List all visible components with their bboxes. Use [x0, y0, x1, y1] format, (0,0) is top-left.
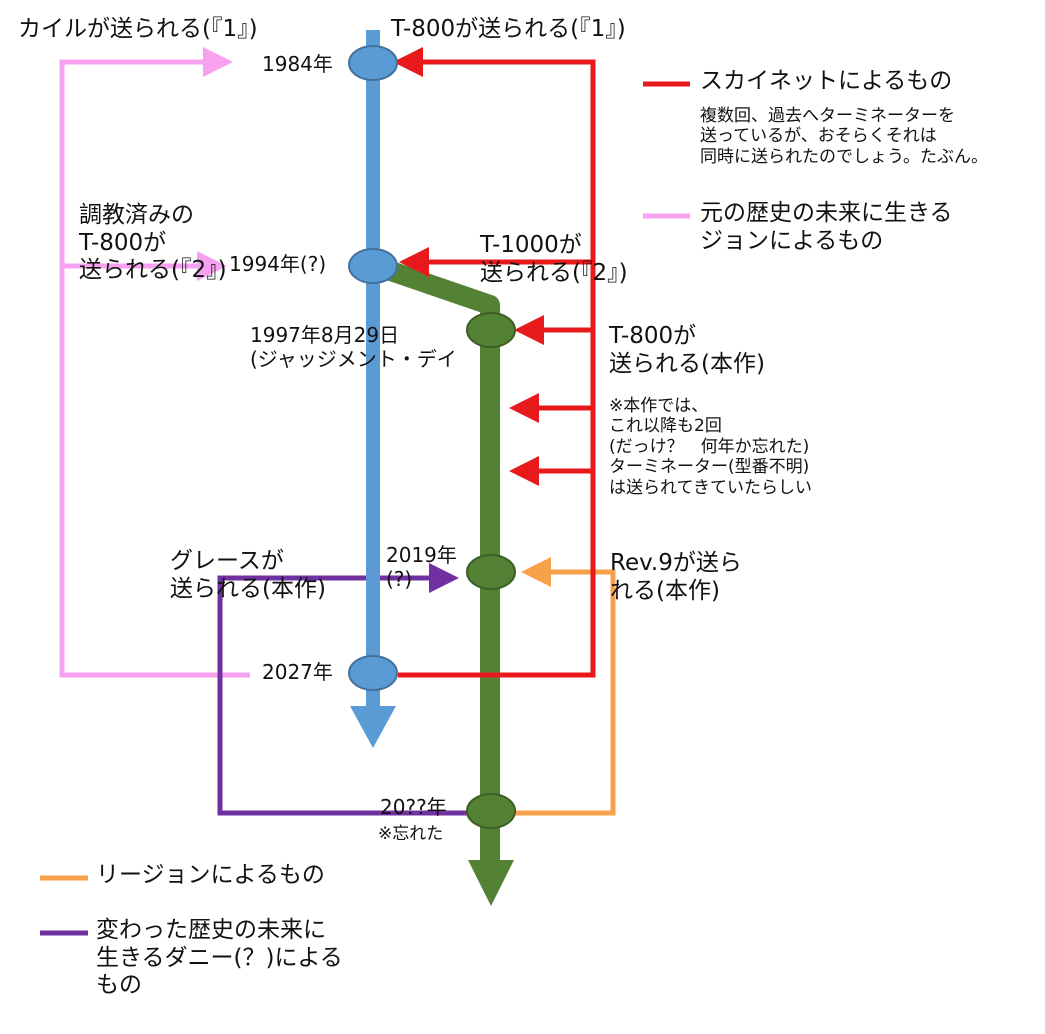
event-t800-this: T-800が 送られる(本作) — [609, 323, 765, 377]
node-label-20xx: 20??年 — [380, 795, 447, 819]
node-1997 — [466, 312, 516, 348]
node-label-2019: 2019年 (?) — [386, 543, 457, 591]
node-label-1997: 1997年8月29日 (ジャッジメント・デイ — [250, 323, 457, 371]
legend-label-legion: リージョンによるもの — [96, 862, 325, 888]
node-note-20xx: ※忘れた — [378, 824, 444, 844]
orange-legion-path — [515, 557, 616, 816]
pink-john-path — [59, 47, 250, 678]
legend-label-original-john: 元の歴史の未来に生きる ジョンによるもの — [700, 200, 953, 254]
node-2019 — [466, 554, 516, 590]
node-label-2027: 2027年 — [262, 660, 333, 684]
legend-note-skynet: 複数回、過去へターミネーターを 送っているが、おそらくそれは 同時に送られたので… — [700, 106, 988, 167]
event-t800-this-note: ※本作では、 これ以降も2回 (だっけ？ 何年か忘れた) ターミネーター(型番不… — [609, 396, 812, 498]
purple-dani-path — [217, 563, 470, 816]
node-2027 — [348, 655, 398, 691]
event-grace: グレースが 送られる(本作) — [170, 548, 326, 602]
event-rev9: Rev.9が送ら れる(本作) — [610, 550, 742, 604]
event-t1000: T-1000が 送られる(『2』) — [480, 232, 628, 286]
changed-timeline-arrowhead — [468, 860, 514, 906]
original-timeline-arrowhead — [350, 706, 396, 748]
event-t800-first: T-800が送られる(『1』) — [391, 16, 626, 42]
node-label-1994: 1994年(?) — [229, 252, 327, 276]
node-1984 — [348, 45, 398, 81]
legend-label-skynet: スカイネットによるもの — [700, 68, 953, 94]
event-kyle: カイルが送られる(『1』) — [18, 16, 258, 42]
node-label-1984: 1984年 — [262, 52, 333, 76]
node-1994 — [348, 248, 398, 284]
red-skynet-path — [393, 47, 596, 678]
changed-timeline-line — [384, 260, 500, 865]
event-t800-second: 調教済みの T-800が 送られる(『2』) — [79, 202, 227, 284]
legend-label-dani: 変わった歴史の未来に 生きるダニー(？)による もの — [96, 917, 343, 999]
node-20xx — [466, 793, 516, 829]
